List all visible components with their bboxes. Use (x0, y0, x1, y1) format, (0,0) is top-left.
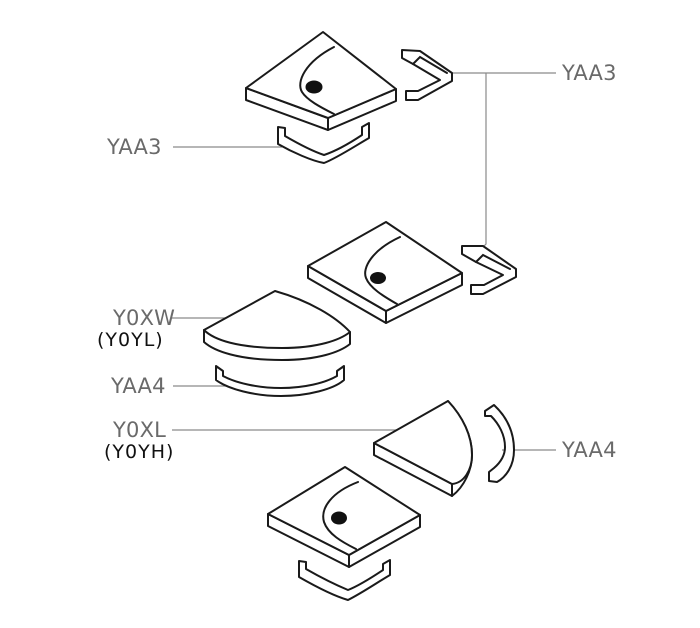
square-tile-bottom (267, 466, 421, 568)
square-tile-top (245, 31, 397, 131)
label-top-right-cap: YAA3 (562, 61, 617, 85)
rivet-dot-top (305, 80, 323, 94)
curved-cap-left (215, 365, 345, 397)
label-quarter-bottom-cap: YAA4 (562, 438, 617, 462)
edge-cap-bottom (298, 559, 391, 601)
label-quarter-top-cap: YAA4 (111, 374, 166, 398)
rivet-dot-bottom (331, 511, 347, 525)
edge-cap-middle-right (461, 245, 517, 295)
edge-cap-top-right (401, 49, 453, 101)
square-tile-middle (307, 221, 463, 324)
quarter-tile-lower (373, 400, 473, 497)
label-top-left-cap: YAA3 (107, 135, 162, 159)
label-quarter-bottom-alt: (Y0YH) (104, 441, 175, 463)
label-quarter-top-code: Y0XW (113, 306, 176, 330)
label-quarter-top-alt: (Y0YL) (97, 329, 164, 351)
quarter-tile-upper (203, 290, 351, 361)
rivet-dot-middle (370, 272, 386, 284)
edge-cap-top-left (277, 122, 370, 164)
curved-cap-right (484, 404, 515, 483)
label-quarter-bottom-code: Y0XL (113, 418, 167, 442)
leader-top-right-vertical (477, 73, 487, 253)
